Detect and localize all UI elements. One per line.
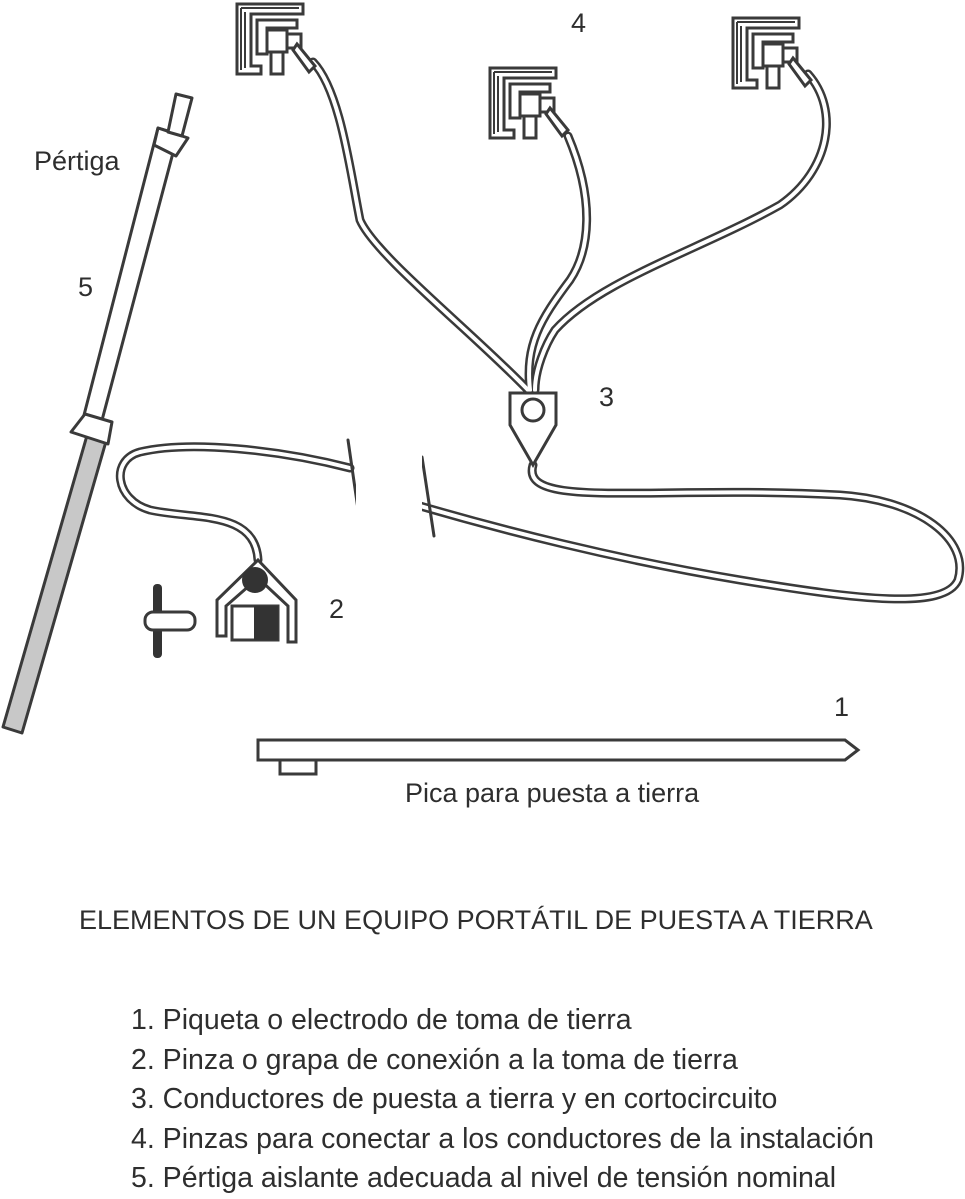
- legend-item: 5. Pértiga aislante adecuada al nivel de…: [131, 1162, 837, 1195]
- label-number-5: 5: [78, 272, 94, 302]
- label-number-4: 4: [571, 8, 587, 38]
- legend-item: 1. Piqueta o electrodo de toma de tierra: [131, 1004, 632, 1036]
- clamp-right: [731, 16, 813, 90]
- legend-list: 1. Piqueta o electrodo de toma de tierra…: [131, 1001, 874, 1199]
- legend-item: 3. Conductores de puesta a tierra y en c…: [131, 1083, 778, 1116]
- label-ground-rod: Pica para puesta a tierra: [405, 778, 700, 808]
- diagram-title: ELEMENTOS DE UN EQUIPO PORTÁTIL DE PUEST…: [79, 905, 873, 935]
- cable-main-loop: [395, 460, 965, 604]
- cables: [115, 57, 965, 604]
- ground-rod: [256, 738, 861, 776]
- junction-terminal: [508, 391, 558, 469]
- clamp-middle: [488, 66, 570, 140]
- legend-item: 2. Pinza o grapa de conexión a la toma d…: [131, 1043, 738, 1076]
- label-number-2: 2: [329, 594, 345, 624]
- label-number-3: 3: [599, 382, 615, 412]
- legend-item: 4. Pinzas para conectar a los conductore…: [131, 1122, 875, 1155]
- label-number-1: 1: [834, 692, 850, 722]
- insulating-pole: [1, 92, 194, 735]
- cable-to-clamp2: [115, 442, 355, 565]
- ground-clamp: [143, 557, 298, 658]
- grounding-equipment-diagram: [1, 2, 965, 776]
- label-pertiga: Pértiga: [34, 146, 120, 176]
- cable-clamp-right: [530, 69, 831, 395]
- clamp-left: [235, 2, 317, 76]
